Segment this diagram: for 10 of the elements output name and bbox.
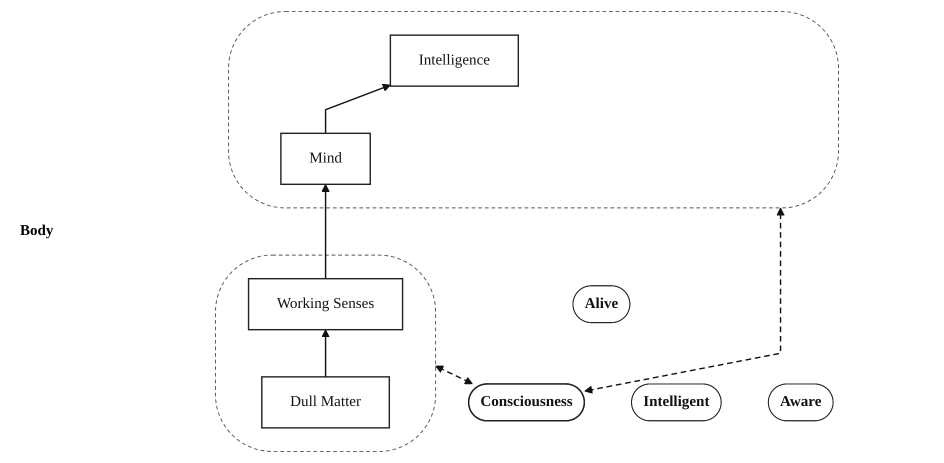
arrow	[435, 366, 473, 384]
node-box: Mind	[280, 132, 371, 185]
arrow	[584, 208, 785, 394]
node-box: Intelligence	[390, 34, 520, 87]
note-label: Body	[20, 223, 54, 240]
arrow	[321, 184, 330, 279]
arrow	[321, 329, 330, 377]
arrow	[324, 84, 391, 134]
node-box: Dull Matter	[261, 376, 390, 429]
node-box: Working Senses	[248, 278, 404, 330]
